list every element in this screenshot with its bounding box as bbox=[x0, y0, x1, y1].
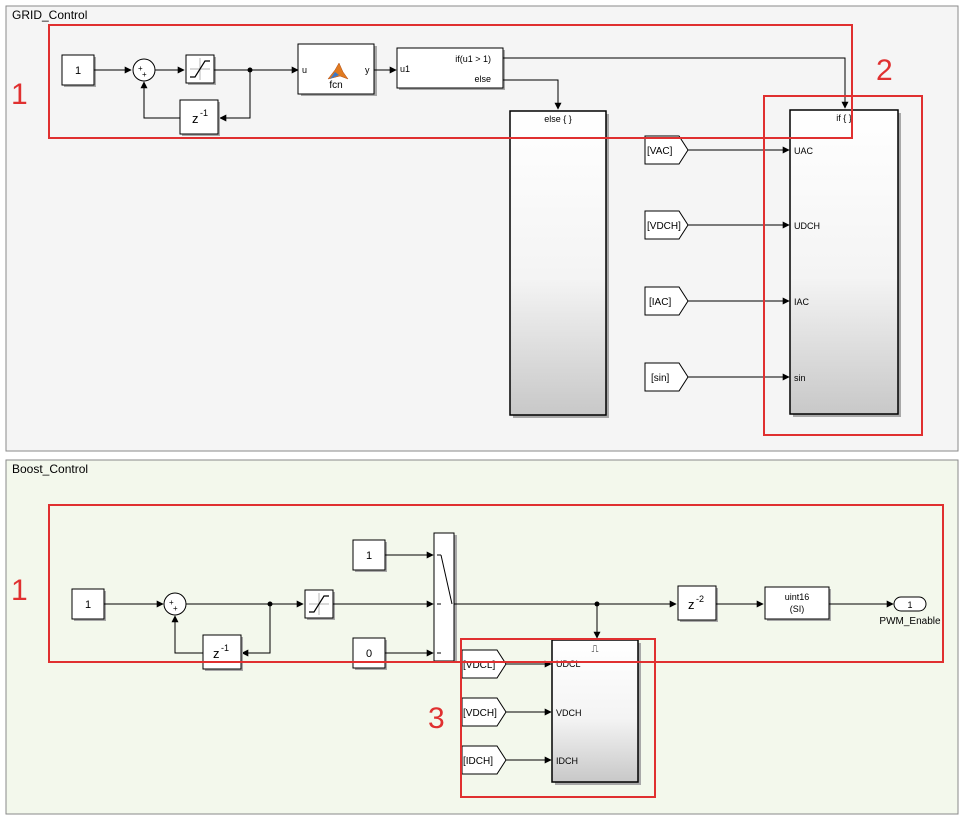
enable-icon: ⎍ bbox=[592, 644, 599, 655]
enabled-port-vdch: VDCH bbox=[556, 708, 582, 718]
annotation-number-2: 2 bbox=[876, 54, 893, 87]
fcn-input-port: u bbox=[302, 65, 307, 75]
grid-else-subsystem[interactable]: else { } bbox=[509, 110, 609, 418]
if-port-iac: IAC bbox=[794, 297, 810, 307]
grid-from-vac[interactable]: [VAC] bbox=[644, 135, 689, 165]
boost-constant-value: 1 bbox=[85, 599, 91, 611]
from-vac-label: [VAC] bbox=[647, 146, 673, 157]
grid-delay-exponent: -1 bbox=[200, 108, 208, 118]
if-condition: if(u1 > 1) bbox=[455, 54, 491, 64]
boost-constant-block[interactable]: 1 bbox=[71, 588, 106, 621]
boost-unit-delay-block[interactable]: z -1 bbox=[202, 634, 243, 671]
grid-constant-value: 1 bbox=[75, 65, 81, 77]
annotation-region-3: 3 bbox=[428, 638, 656, 798]
switch-const-bottom-value: 0 bbox=[366, 648, 372, 660]
boost-switch-const-bottom[interactable]: 0 bbox=[352, 637, 387, 670]
outport-name: PWM_Enable bbox=[879, 616, 941, 627]
convert-line2: (SI) bbox=[790, 604, 805, 614]
from-sin-label: [sin] bbox=[651, 373, 670, 384]
convert-line1: uint16 bbox=[785, 592, 810, 602]
saturation-icon bbox=[190, 60, 210, 78]
enabled-port-idch: IDCH bbox=[556, 756, 578, 766]
annotation-number-3: 3 bbox=[428, 702, 445, 735]
boost-control-title: Boost_Control bbox=[12, 462, 88, 476]
grid-sum-plus-1: + bbox=[138, 64, 143, 73]
annotation-region-2: 2 bbox=[763, 54, 923, 436]
if-port-sin: sin bbox=[794, 373, 806, 383]
boost-delay-z: z bbox=[213, 646, 220, 661]
boost-from-idch[interactable]: [IDCH] bbox=[461, 745, 507, 775]
grid-if-block[interactable]: u1 if(u1 > 1) else bbox=[396, 47, 505, 90]
boost-delay2-exponent: -2 bbox=[696, 594, 704, 604]
boost-from-vdcl[interactable]: [VDCL] bbox=[461, 649, 507, 679]
annotation-number-1-top: 1 bbox=[11, 78, 28, 111]
else-subsystem-label: else { } bbox=[544, 114, 572, 124]
boost-delay2-z: z bbox=[688, 597, 695, 612]
boost-from-vdch-label: [VDCH] bbox=[463, 708, 497, 719]
outport-number: 1 bbox=[907, 600, 912, 610]
if-port-udch: UDCH bbox=[794, 221, 820, 231]
boost-enabled-subsystem[interactable]: ⎍ UDCL VDCH IDCH bbox=[551, 639, 641, 785]
from-idch-label: [IDCH] bbox=[463, 756, 493, 767]
boost-switch-block[interactable] bbox=[433, 532, 457, 663]
boost-outport[interactable]: 1 PWM_Enable bbox=[879, 596, 941, 627]
boost-delay2-block[interactable]: z -2 bbox=[677, 585, 718, 622]
boost-sum-plus-1: + bbox=[169, 598, 174, 607]
grid-if-subsystem[interactable]: if { } UAC UDCH IAC sin bbox=[789, 109, 901, 417]
if-port-uac: UAC bbox=[794, 146, 814, 156]
if-else-label: else bbox=[474, 74, 491, 84]
annotation-region-1-bottom: 1 bbox=[11, 504, 944, 663]
if-subsystem-label: if { } bbox=[836, 113, 852, 123]
boost-saturation-block[interactable] bbox=[304, 589, 335, 620]
grid-from-iac[interactable]: [IAC] bbox=[644, 286, 689, 316]
grid-sum-block[interactable]: + + bbox=[132, 58, 156, 82]
grid-unit-delay-block[interactable]: z -1 bbox=[179, 99, 220, 136]
fcn-output-port: y bbox=[365, 65, 370, 75]
saturation-icon bbox=[309, 595, 329, 613]
grid-delay-z: z bbox=[192, 111, 199, 126]
if-input-port: u1 bbox=[400, 64, 410, 74]
annotation-region-1-top: 1 bbox=[11, 24, 853, 139]
grid-control-title: GRID_Control bbox=[12, 8, 87, 22]
annotation-number-1-bottom: 1 bbox=[11, 574, 28, 607]
switch-lever-icon bbox=[440, 554, 453, 605]
from-vdch-label: [VDCH] bbox=[647, 221, 681, 232]
from-iac-label: [IAC] bbox=[649, 297, 671, 308]
from-vdcl-label: [VDCL] bbox=[463, 660, 495, 671]
grid-from-sin[interactable]: [sin] bbox=[644, 362, 689, 392]
boost-from-vdch[interactable]: [VDCH] bbox=[461, 697, 507, 727]
boost-convert-block[interactable]: uint16 (SI) bbox=[764, 586, 831, 621]
boost-sum-block[interactable]: + + bbox=[163, 592, 187, 616]
fcn-name: fcn bbox=[329, 80, 342, 91]
boost-sum-plus-2: + bbox=[173, 604, 178, 613]
switch-const-top-value: 1 bbox=[366, 550, 372, 562]
boost-delay-exponent: -1 bbox=[221, 643, 229, 653]
enabled-port-udcl: UDCL bbox=[556, 659, 581, 669]
grid-constant-block[interactable]: 1 bbox=[61, 54, 96, 87]
grid-from-vdch[interactable]: [VDCH] bbox=[644, 210, 689, 240]
grid-saturation-block[interactable] bbox=[185, 54, 216, 85]
boost-switch-const-top[interactable]: 1 bbox=[352, 539, 387, 572]
grid-sum-plus-2: + bbox=[142, 70, 147, 79]
grid-matlab-function-block[interactable]: u y fcn bbox=[297, 43, 377, 96]
